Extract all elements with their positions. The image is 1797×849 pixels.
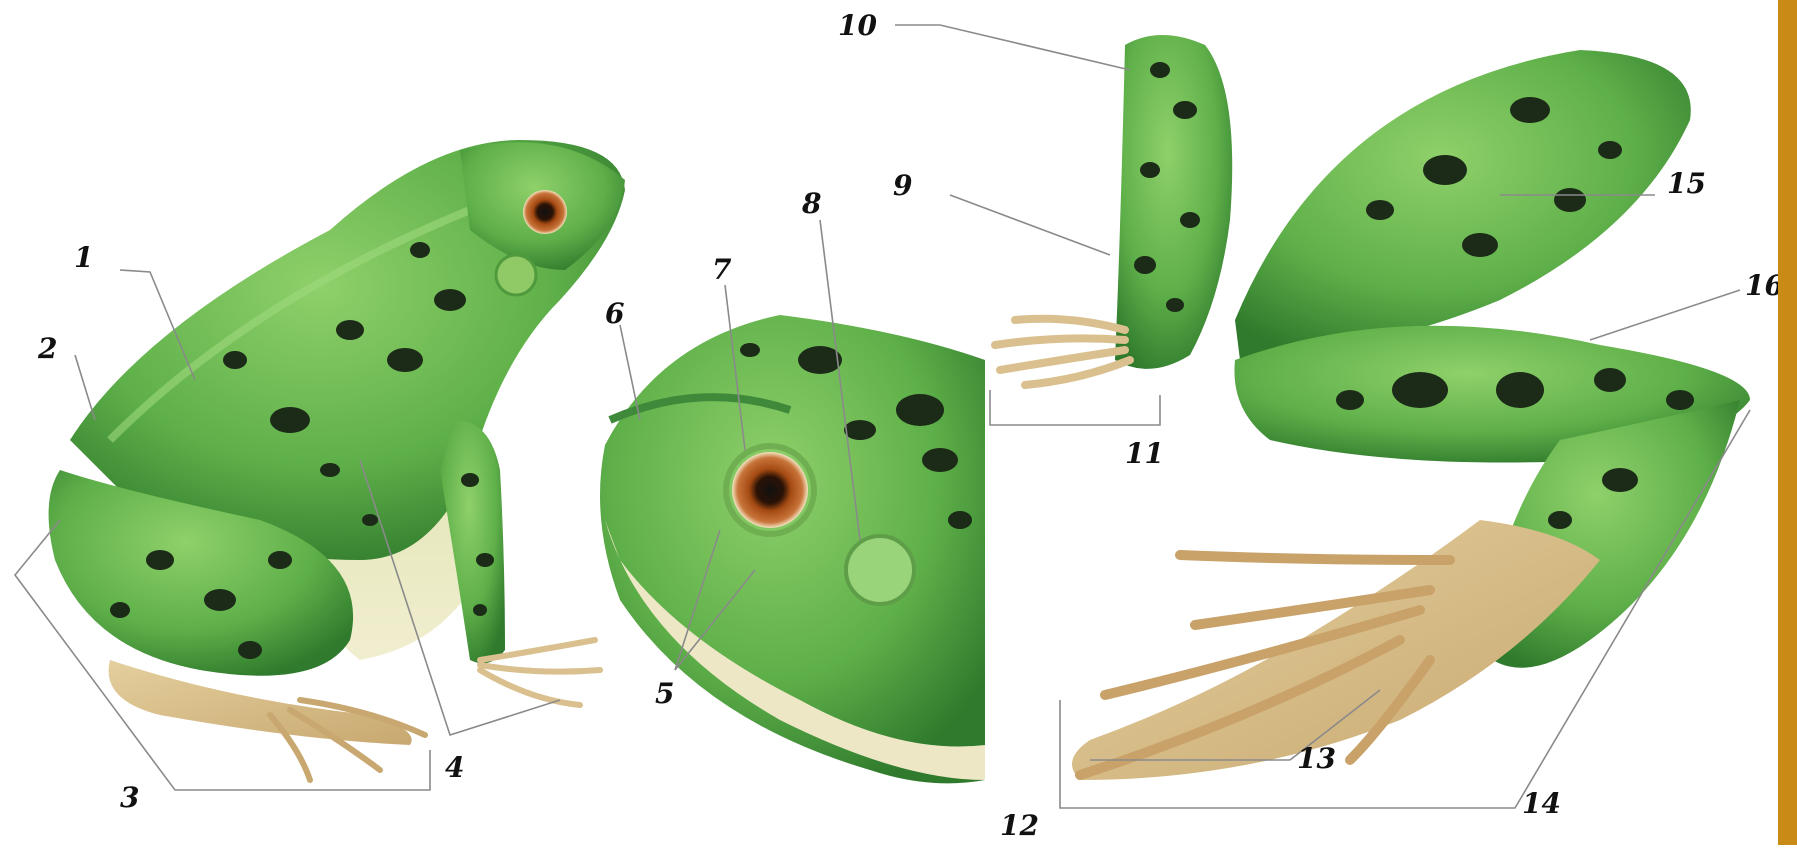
label-15: 15 bbox=[1667, 170, 1706, 198]
label-7: 7 bbox=[712, 256, 731, 284]
label-9: 9 bbox=[893, 172, 912, 200]
frog-body-illustration bbox=[49, 140, 625, 780]
label-3: 3 bbox=[120, 784, 139, 812]
label-14: 14 bbox=[1522, 790, 1561, 818]
frog-foreleg-illustration bbox=[995, 35, 1232, 385]
label-10: 10 bbox=[838, 12, 877, 40]
label-1: 1 bbox=[74, 244, 93, 272]
label-5: 5 bbox=[655, 680, 674, 708]
label-2: 2 bbox=[38, 335, 57, 363]
label-13: 13 bbox=[1297, 745, 1336, 773]
label-8: 8 bbox=[802, 190, 821, 218]
accent-border-bar bbox=[1778, 0, 1797, 845]
label-4: 4 bbox=[445, 754, 464, 782]
frog-head-illustration bbox=[600, 315, 985, 783]
label-11: 11 bbox=[1125, 440, 1164, 468]
label-12: 12 bbox=[1000, 812, 1039, 840]
label-6: 6 bbox=[605, 300, 624, 328]
